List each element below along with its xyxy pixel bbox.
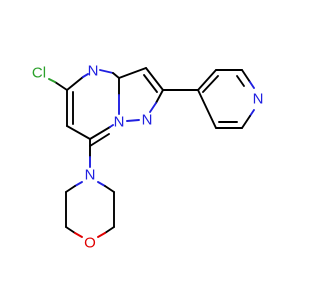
bond [149,102,157,113]
bond [104,226,115,234]
bond [89,126,111,140]
bond [66,76,84,91]
bond [82,73,89,78]
molecule-canvas: Cl N N N N N O [32,63,264,252]
bond [97,232,106,238]
bond [118,67,147,79]
bond [74,232,83,238]
bond [104,185,115,193]
bond [143,74,158,93]
bond [89,133,110,147]
atom-label-nitrogen: N [142,112,153,129]
bond [197,69,217,91]
atom-label-nitrogen: N [114,114,125,131]
bond [48,78,56,83]
atom-label-nitrogen: N [253,91,264,108]
bond [202,75,219,93]
bond [241,115,251,129]
bond [249,81,255,89]
atom-label-oxygen: O [84,235,96,252]
bond [97,181,106,187]
atom-label-nitrogen: N [88,63,99,80]
bond [66,125,91,140]
bond [236,75,245,87]
bond [74,181,83,187]
bond [197,89,217,129]
atom-label-chlorine: Cl [32,65,46,82]
bond [145,67,164,91]
bond [155,89,164,104]
bond [54,81,68,91]
bond [109,124,114,128]
bond [126,119,140,122]
bond [112,72,120,79]
bond [249,109,255,117]
bond [99,69,114,74]
atom-label-nitrogen: N [85,167,96,184]
bond [65,226,76,234]
bond [241,69,251,83]
structure-drawing: Cl N N N N N O [32,63,264,252]
bond [65,185,76,193]
